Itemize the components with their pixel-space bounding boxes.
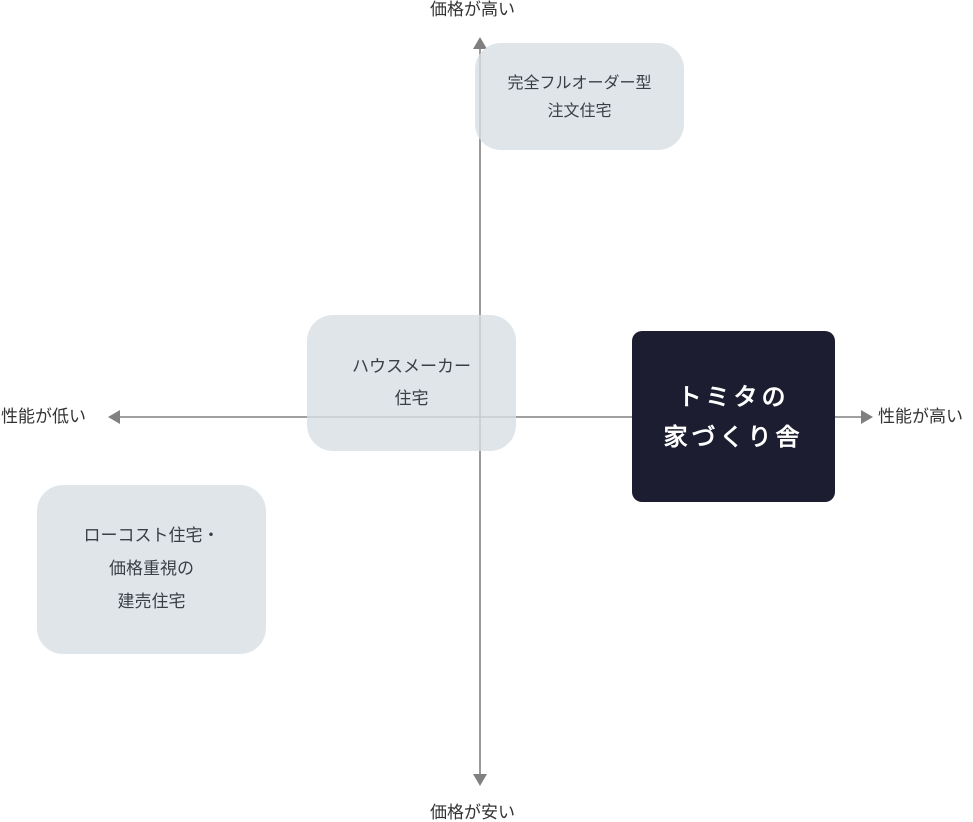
axis-arrow-up	[473, 37, 487, 49]
brand-label-line: トミタの	[677, 381, 790, 411]
box-label-line: 建売住宅	[117, 592, 186, 612]
box-full-order-custom-home: 完全フルオーダー型 注文住宅	[475, 43, 684, 150]
box-low-cost-ready-built: ローコスト住宅・ 価格重視の 建売住宅	[37, 485, 266, 654]
box-label-line: 完全フルオーダー型	[507, 72, 652, 92]
brand-label-line: 家づくり舎	[663, 421, 804, 451]
box-label-line: ローコスト住宅・	[83, 526, 220, 546]
axis-label-performance-low: 性能が低い	[1, 407, 86, 427]
axis-arrow-left	[108, 410, 120, 424]
box-house-maker: ハウスメーカー 住宅	[307, 315, 516, 451]
axis-arrow-down	[473, 774, 487, 786]
box-label-line: 注文住宅	[547, 100, 612, 120]
axis-arrow-right	[861, 410, 873, 424]
box-tomita-brand: トミタの 家づくり舎	[632, 331, 835, 502]
box-label-line: 住宅	[394, 389, 429, 409]
axis-label-performance-high: 性能が高い	[878, 407, 963, 427]
axis-label-price-high: 価格が高い	[430, 0, 515, 20]
axis-label-price-low: 価格が安い	[430, 803, 515, 822]
box-label-line: 価格重視の	[109, 559, 194, 579]
box-label-line: ハウスメーカー	[352, 357, 471, 377]
